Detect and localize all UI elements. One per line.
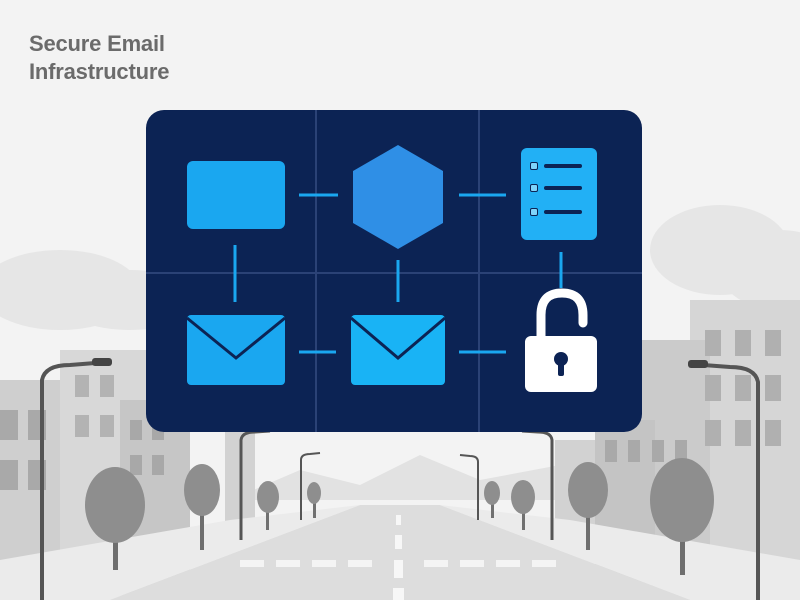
title-line-1: Secure Email bbox=[29, 31, 165, 56]
connectors bbox=[233, 193, 563, 354]
crosswalk bbox=[240, 560, 556, 567]
envelope-icon bbox=[350, 315, 446, 385]
server-list-icon bbox=[521, 148, 597, 240]
diagram-canvas bbox=[146, 110, 642, 432]
grid-lines bbox=[146, 110, 642, 432]
rectangle-node-icon bbox=[187, 161, 285, 229]
diagram-panel bbox=[146, 110, 642, 432]
hexagon-icon bbox=[353, 145, 443, 249]
cloud-right bbox=[650, 205, 800, 310]
street-lamps bbox=[40, 360, 760, 600]
unlocked-padlock-icon bbox=[525, 288, 597, 392]
trees bbox=[85, 458, 714, 575]
lane-markings bbox=[393, 515, 404, 600]
page-title: Secure Email Infrastructure bbox=[29, 30, 169, 86]
road bbox=[110, 505, 690, 600]
envelope-icon bbox=[186, 315, 286, 385]
title-line-2: Infrastructure bbox=[29, 59, 170, 84]
